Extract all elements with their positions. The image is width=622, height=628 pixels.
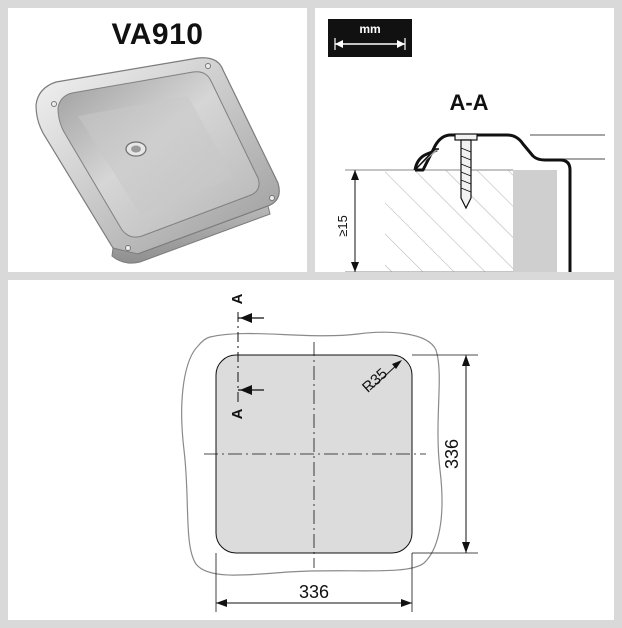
radius-arrow-icon — [392, 360, 402, 369]
section-panel: mm A-A — [315, 8, 614, 272]
drain-hole — [131, 145, 141, 153]
cutout-drawing: A A R35 336 336 — [181, 293, 478, 612]
width-label: 336 — [299, 582, 329, 602]
section-arrow-bottom-icon — [240, 385, 252, 395]
unit-badge: mm — [328, 19, 412, 57]
section-drawing: mm A-A — [328, 19, 605, 272]
countertop-section — [385, 170, 513, 272]
sink-lip-profile — [413, 148, 438, 171]
arrow-left-icon — [335, 40, 343, 48]
arrow-up-icon — [351, 170, 359, 180]
arrow-up-icon — [462, 355, 470, 366]
height-label: 336 — [442, 439, 462, 469]
section-title: A-A — [449, 90, 488, 115]
sink-outer-wall — [111, 205, 271, 264]
section-arrow-top-icon — [240, 313, 252, 323]
sink-floor — [78, 96, 233, 214]
sink-edge-seal — [414, 148, 439, 171]
arrow-right-icon — [401, 599, 412, 607]
screw-hole-icon — [205, 63, 211, 69]
screw-hole-icon — [125, 245, 131, 251]
arrow-down-icon — [351, 262, 359, 272]
screw-icon — [454, 133, 478, 210]
product-model-title: VA910 — [111, 18, 204, 51]
sink-photo — [35, 57, 280, 264]
unit-label: mm — [359, 22, 380, 36]
screw-hole-icon — [51, 101, 57, 107]
cutout-edge — [513, 170, 557, 272]
sink-profile — [415, 133, 572, 272]
product-panel: VA910 — [8, 8, 307, 272]
section-marker-top: A — [229, 293, 246, 304]
thickness-label: ≥15 — [335, 215, 350, 237]
arrow-down-icon — [462, 542, 470, 553]
arrow-right-icon — [397, 40, 405, 48]
arrow-left-icon — [216, 599, 227, 607]
screw-hole-icon — [269, 195, 275, 201]
section-marker-bottom: A — [229, 408, 246, 419]
cutout-panel: A A R35 336 336 — [8, 280, 614, 620]
countertop-outline — [181, 331, 443, 576]
